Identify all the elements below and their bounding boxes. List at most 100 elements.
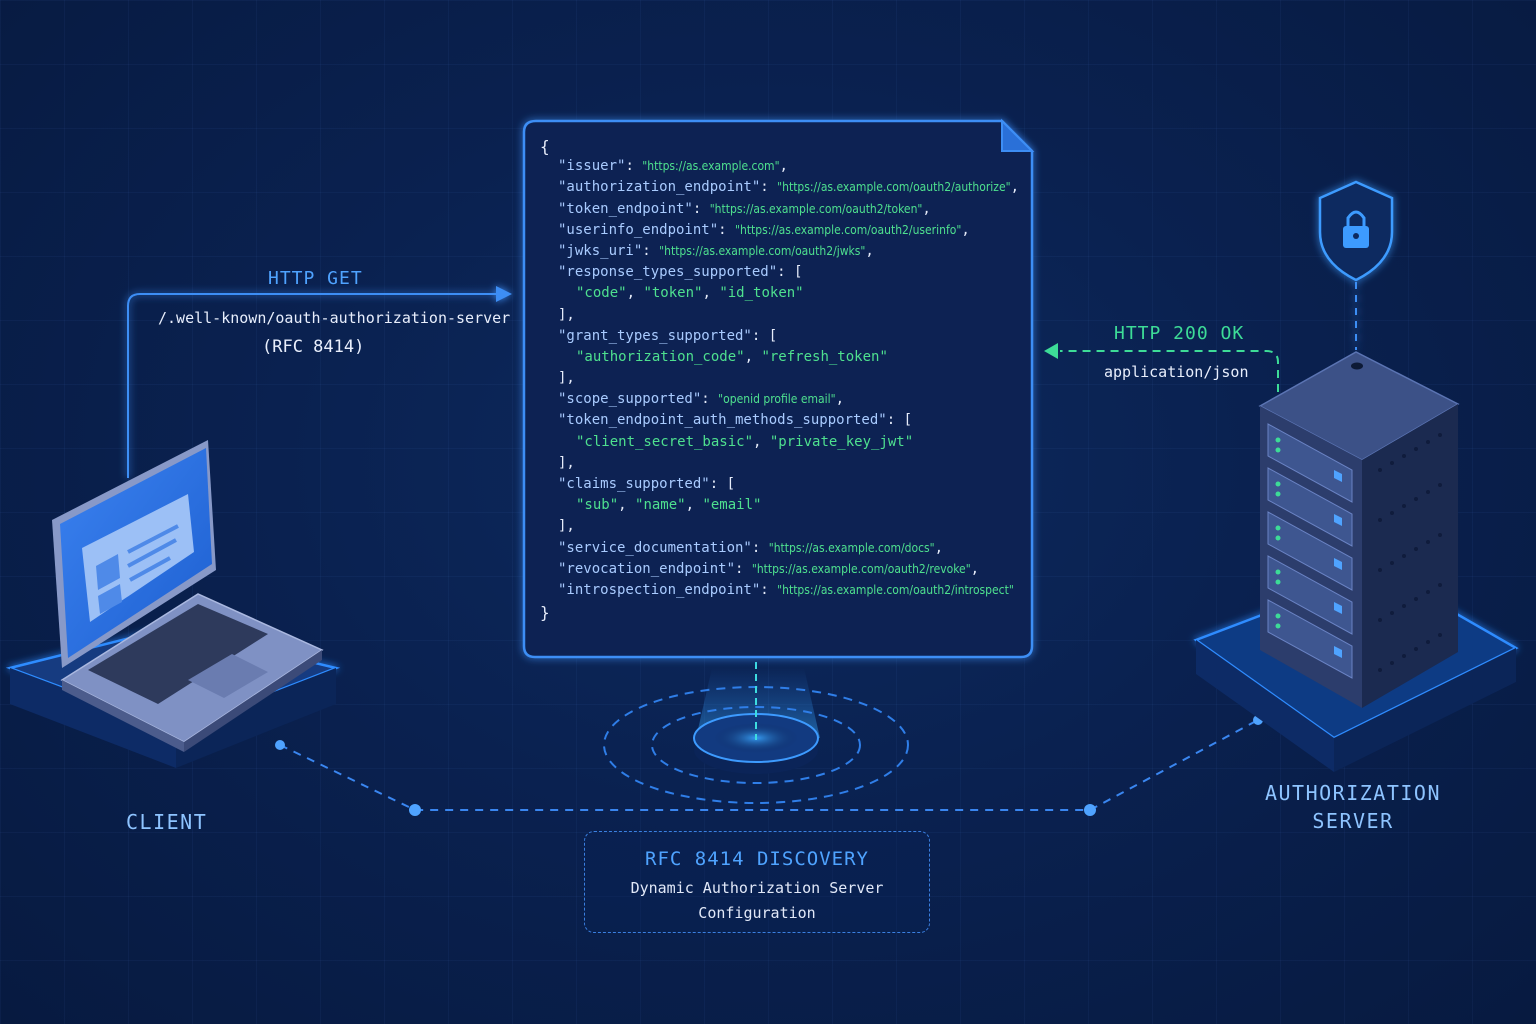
json-comma: , [922,200,931,217]
json-array-item: "id_token" [719,285,804,302]
json-array-close: ], [558,306,575,323]
json-comma: , [1010,179,1019,196]
json-array-open: [ [903,412,913,429]
client-label: CLIENT [126,810,208,834]
json-line: "introspection_endpoint": "https://as.ex… [540,582,1032,603]
json-array-sep: , [618,497,636,514]
json-array-close: ], [558,370,575,387]
json-array-sep: , [744,348,762,365]
json-colon: : [701,391,719,408]
json-comma: , [779,158,788,175]
server-rack-icon [1193,351,1519,772]
json-value: "https://as.example.com/oauth2/authorize… [777,180,1011,195]
json-line: "scope_supported": "openid profile email… [540,391,1032,412]
json-array-sep: , [753,433,770,450]
json-line: "authorization_endpoint": "https://as.ex… [540,179,1032,200]
json-key: "userinfo_endpoint" [558,221,719,238]
json-key: "token_endpoint" [558,200,693,217]
server-drive-bays [1267,423,1353,679]
json-colon: : [777,264,795,281]
json-array-close-line: ], [540,370,1032,391]
json-line: "claims_supported": [ [540,476,1032,497]
json-array-items-line: "client_secret_basic", "private_key_jwt" [540,434,1032,455]
json-array-close-line: ], [540,455,1032,476]
json-key: "grant_types_supported" [558,327,752,344]
json-key: "token_endpoint_auth_methods_supported" [558,412,887,429]
json-array-items-line: "authorization_code", "refresh_token" [540,349,1032,370]
json-comma: , [835,391,845,408]
json-colon: : [751,327,769,344]
json-array-sep: , [626,285,644,302]
json-array-close-line: ], [540,518,1032,539]
json-value: "https://as.example.com/oauth2/introspec… [777,582,1014,597]
json-array-sep: , [702,285,720,302]
json-colon: : [760,179,778,196]
request-method-label: HTTP GET [268,268,363,289]
response-status-label: HTTP 200 OK [1114,323,1245,344]
json-line: "userinfo_endpoint": "https://as.example… [540,222,1032,243]
json-value: "openid profile email" [718,392,836,407]
json-array-open: [ [726,476,736,492]
json-value: "https://as.example.com" [642,159,780,174]
server-label-line1: AUTHORIZATION [1264,781,1442,805]
json-colon: : [886,412,904,429]
note-title: RFC 8414 DISCOVERY [645,848,869,870]
json-key: "scope_supported" [558,391,702,408]
json-key: "authorization_endpoint" [558,179,761,196]
json-array-open: [ [768,327,778,344]
response-arrow [1044,343,1279,392]
laptop-icon [5,440,341,768]
json-value: "https://as.example.com/oauth2/revoke" [751,561,971,576]
json-array-close: ], [558,454,575,471]
json-line: "issuer": "https://as.example.com", [540,158,1032,179]
json-open-brace-line: { [540,137,1032,158]
json-colon: : [735,560,752,577]
json-array-sep: , [685,497,703,514]
json-open-brace: { [540,137,550,156]
json-key: "service_documentation" [558,539,752,556]
json-array-item: "authorization_code" [576,348,745,365]
json-key: "revocation_endpoint" [558,560,736,577]
discovery-beacon-icon [603,662,909,804]
json-key: "issuer" [558,158,626,175]
json-line: "grant_types_supported": [ [540,328,1032,349]
request-path-label: /.well-known/oauth-authorization-server [158,309,511,327]
json-array-item: "email" [702,497,762,514]
json-colon: : [751,539,769,556]
json-array-item: "private_key_jwt" [769,433,914,450]
json-key: "introspection_endpoint" [558,581,761,598]
json-colon: : [625,158,643,175]
json-array-close-line: ], [540,307,1032,328]
json-array-close: ], [558,518,575,535]
json-line: "token_endpoint": "https://as.example.co… [540,201,1032,222]
json-colon: : [760,581,778,598]
metadata-document-frame [522,118,1035,659]
json-value: "https://as.example.com/oauth2/token" [709,201,923,216]
json-comma: , [970,560,980,577]
json-colon: : [692,200,710,217]
json-colon: : [709,476,727,492]
json-array-item: "sub" [576,497,619,514]
json-array-open: [ [794,264,803,281]
discovery-note-box: RFC 8414 DISCOVERY Dynamic Authorization… [584,831,930,933]
server-label-line2: SERVER [1312,809,1394,833]
json-key: "claims_supported" [558,476,710,492]
json-colon: : [718,221,736,238]
server-label: AUTHORIZATION SERVER [1250,781,1456,833]
json-close-brace-line: } [540,603,1032,624]
json-value: "https://as.example.com/oauth2/userinfo" [735,222,962,237]
json-array-items-line: "code", "token", "id_token" [540,285,1032,306]
json-value: "https://as.example.com/docs" [768,540,935,555]
json-line: "token_endpoint_auth_methods_supported":… [540,412,1032,433]
json-line: "service_documentation": "https://as.exa… [540,540,1032,561]
json-comma: , [961,221,970,238]
json-key: "jwks_uri" [558,242,643,259]
shield-lock-icon [1318,180,1394,350]
json-array-item: "refresh_token" [761,348,888,365]
json-array-item: "name" [635,497,686,514]
json-colon: : [642,242,660,259]
json-line: "jwks_uri": "https://as.example.com/oaut… [540,243,1032,264]
network-path [275,715,1263,816]
json-value: "https://as.example.com/oauth2/jwks" [659,243,866,258]
metadata-document: {"issuer": "https://as.example.com","aut… [524,121,1032,657]
